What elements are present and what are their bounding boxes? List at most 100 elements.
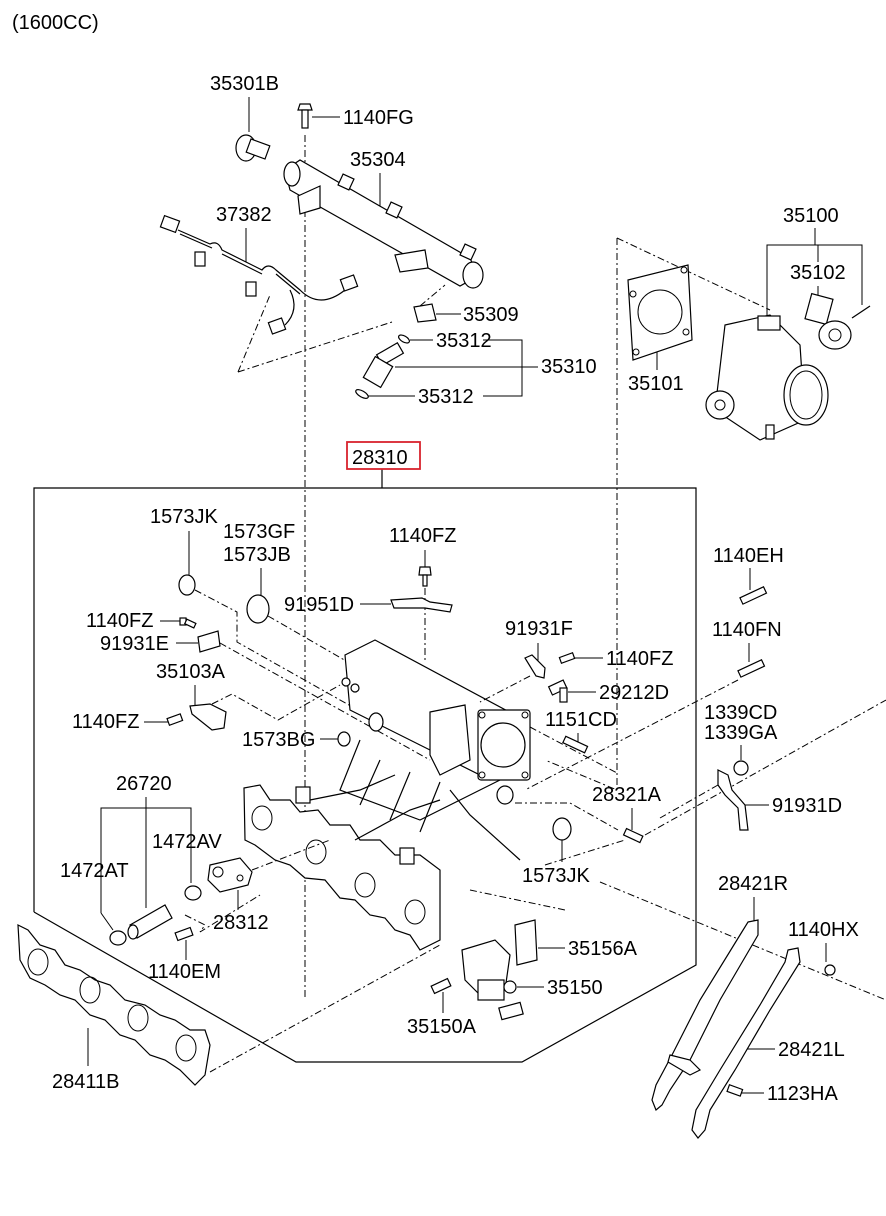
svg-text:1472AT[interactable]: 1472AT xyxy=(60,860,129,882)
svg-text:1140FZ[interactable]: 1140FZ xyxy=(606,648,673,670)
svg-text:1151CD[interactable]: 1151CD xyxy=(545,709,617,731)
label-35150A[interactable]: 35150A xyxy=(407,992,477,1038)
label-1140EM[interactable]: 1140EM xyxy=(148,940,221,983)
svg-text:28421L[interactable]: 28421L xyxy=(778,1039,845,1061)
label-28421L[interactable]: 28421L xyxy=(741,1039,845,1061)
label-35150[interactable]: 35150 xyxy=(517,977,603,999)
label-35310[interactable]: 35310 xyxy=(395,339,597,397)
svg-text:35309[interactable]: 35309 xyxy=(463,304,519,326)
label-91951D[interactable]: 91951D xyxy=(284,594,391,616)
svg-text:1573BG[interactable]: 1573BG xyxy=(242,729,315,751)
label-35304[interactable]: 35304 xyxy=(350,149,406,208)
svg-text:29212D[interactable]: 29212D xyxy=(599,682,669,704)
svg-text:35301B[interactable]: 35301B xyxy=(210,73,279,95)
svg-text:35310[interactable]: 35310 xyxy=(541,356,597,378)
svg-text:26720[interactable]: 26720 xyxy=(116,773,172,795)
svg-text:1140FG[interactable]: 1140FG xyxy=(343,107,414,129)
label-35312-upper[interactable]: 35312 xyxy=(410,330,492,352)
label-1573JK-top[interactable]: 1573JK xyxy=(150,506,218,575)
label-1472AT[interactable]: 1472AT xyxy=(60,860,129,931)
label-1339CD[interactable]: 1339CD xyxy=(704,702,777,724)
svg-text:1472AV[interactable]: 1472AV xyxy=(152,831,222,853)
label-28312[interactable]: 28312 xyxy=(213,890,269,934)
svg-text:91951D[interactable]: 91951D xyxy=(284,594,354,616)
label-1140FZ-right[interactable]: 1140FZ xyxy=(575,648,673,670)
svg-text:1140EM[interactable]: 1140EM xyxy=(148,961,221,983)
label-1140FZ-left[interactable]: 1140FZ xyxy=(86,610,180,632)
svg-text:35102[interactable]: 35102 xyxy=(790,262,846,284)
label-1573GF[interactable]: 1573GF xyxy=(223,521,295,543)
svg-text:35150A[interactable]: 35150A xyxy=(407,1016,477,1038)
svg-text:35304[interactable]: 35304 xyxy=(350,149,406,171)
label-1573JB[interactable]: 1573JB xyxy=(223,544,291,598)
svg-text:28312[interactable]: 28312 xyxy=(213,912,269,934)
label-1151CD[interactable]: 1151CD xyxy=(545,709,617,748)
label-91931D[interactable]: 91931D xyxy=(745,795,842,817)
svg-text:1573JB[interactable]: 1573JB xyxy=(223,544,291,566)
svg-text:1140EH[interactable]: 1140EH xyxy=(713,545,784,567)
svg-text:1339GA[interactable]: 1339GA xyxy=(704,722,778,744)
label-1140FN[interactable]: 1140FN xyxy=(712,619,782,662)
label-35312-lower[interactable]: 35312 xyxy=(368,386,474,408)
label-35102[interactable]: 35102 xyxy=(790,245,846,297)
svg-text:35156A[interactable]: 35156A xyxy=(568,938,638,960)
label-1339GA[interactable]: 1339GA xyxy=(704,722,778,760)
label-26720[interactable]: 26720 xyxy=(100,773,192,908)
label-35301B[interactable]: 35301B xyxy=(210,73,279,132)
svg-text:35312[interactable]: 35312 xyxy=(436,330,492,352)
assembly-part-number-box[interactable]: 28310 xyxy=(346,441,421,470)
alignment-line xyxy=(237,294,271,373)
svg-text:1339CD[interactable]: 1339CD xyxy=(704,702,777,724)
label-1140FZ-lower[interactable]: 1140FZ xyxy=(72,711,168,733)
label-91931E[interactable]: 91931E xyxy=(100,633,198,655)
label-28321A[interactable]: 28321A xyxy=(592,784,662,830)
alignment-line xyxy=(219,642,431,761)
clamp-1472AV xyxy=(184,885,202,901)
label-1140EH[interactable]: 1140EH xyxy=(713,545,784,590)
svg-text:1140HX[interactable]: 1140HX xyxy=(788,919,859,941)
svg-text:1140FN[interactable]: 1140FN xyxy=(712,619,782,641)
label-35100[interactable]: 35100 xyxy=(766,205,863,318)
svg-text:1573GF[interactable]: 1573GF xyxy=(223,521,295,543)
svg-text:37382[interactable]: 37382 xyxy=(216,204,272,226)
label-28421R[interactable]: 28421R xyxy=(718,873,788,924)
assembly-part-number[interactable]: 28310 xyxy=(352,447,408,469)
svg-text:35101[interactable]: 35101 xyxy=(628,373,684,395)
label-35156A[interactable]: 35156A xyxy=(538,938,638,960)
svg-text:1140FZ[interactable]: 1140FZ xyxy=(86,610,153,632)
sensor-bracket-35103A xyxy=(189,703,227,731)
svg-text:91931E[interactable]: 91931E xyxy=(100,633,169,655)
label-35101[interactable]: 35101 xyxy=(628,350,684,395)
svg-text:28411B[interactable]: 28411B xyxy=(52,1071,119,1093)
label-1123HA[interactable]: 1123HA xyxy=(741,1083,838,1105)
svg-text:1123HA[interactable]: 1123HA xyxy=(767,1083,838,1105)
label-28411B[interactable]: 28411B xyxy=(52,1028,119,1093)
svg-text:35103A[interactable]: 35103A xyxy=(156,661,226,683)
svg-text:28321A[interactable]: 28321A xyxy=(592,784,662,806)
label-35309[interactable]: 35309 xyxy=(436,304,519,326)
svg-text:28421R[interactable]: 28421R xyxy=(718,873,788,895)
label-1472AV[interactable]: 1472AV xyxy=(152,831,222,883)
label-1573BG[interactable]: 1573BG xyxy=(242,729,338,751)
svg-text:91931D[interactable]: 91931D xyxy=(772,795,842,817)
label-1140FG[interactable]: 1140FG xyxy=(312,107,414,129)
label-1140HX[interactable]: 1140HX xyxy=(788,919,859,962)
alignment-line xyxy=(544,839,626,866)
bracket-91951D xyxy=(390,597,453,613)
label-37382[interactable]: 37382 xyxy=(216,204,272,262)
svg-text:1140FZ[interactable]: 1140FZ xyxy=(72,711,139,733)
fuel-injector-part xyxy=(362,341,405,389)
label-29212D[interactable]: 29212D xyxy=(568,682,669,704)
svg-text:35312[interactable]: 35312 xyxy=(418,386,474,408)
svg-text:35150[interactable]: 35150 xyxy=(547,977,603,999)
svg-text:35100[interactable]: 35100 xyxy=(783,205,839,227)
svg-text:1573JK[interactable]: 1573JK xyxy=(522,865,590,887)
label-1140FZ-top[interactable]: 1140FZ xyxy=(389,525,456,567)
svg-text:91931F[interactable]: 91931F xyxy=(505,618,573,640)
label-35103A[interactable]: 35103A xyxy=(156,661,226,705)
svg-text:1140FZ[interactable]: 1140FZ xyxy=(389,525,456,547)
label-1573JK-bottom[interactable]: 1573JK xyxy=(522,840,590,887)
svg-text:1573JK[interactable]: 1573JK xyxy=(150,506,218,528)
alignment-line xyxy=(659,784,719,819)
